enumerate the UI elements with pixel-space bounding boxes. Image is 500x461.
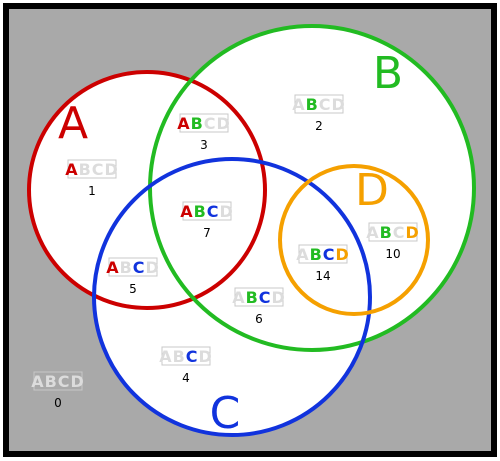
region-code: ABCD	[106, 258, 160, 277]
set-b-label: B	[373, 48, 403, 99]
set-c-circle	[92, 157, 372, 437]
region-code: ABCD	[65, 160, 119, 179]
region-number: 14	[315, 269, 330, 283]
region-number: 0	[54, 396, 62, 410]
region-code: ABCD	[159, 347, 213, 366]
region-7: ABCD 7	[180, 201, 234, 240]
region-2: ABCD 2	[292, 94, 346, 133]
set-d-fill	[280, 166, 428, 314]
region-number: 5	[129, 282, 137, 296]
region-code: ABCD	[180, 202, 234, 221]
region-code: ABCD	[292, 95, 346, 114]
region-number: 3	[200, 138, 208, 152]
region-code-box	[33, 371, 83, 391]
region-code-box	[67, 159, 117, 179]
set-d-circle	[278, 164, 430, 316]
region-code: ABCD	[232, 288, 286, 307]
region-code-box	[182, 201, 232, 221]
region-number: 2	[315, 119, 323, 133]
region-code-box	[298, 244, 348, 264]
region-code-box	[108, 257, 158, 277]
region-code: ABCD	[31, 372, 85, 391]
region-number: 1	[88, 184, 96, 198]
region-0: ABCD 0	[31, 371, 85, 410]
region-code-box	[179, 113, 229, 133]
region-3: ABCD 3	[177, 113, 231, 152]
region-code-box	[234, 287, 284, 307]
region-1: ABCD 1	[65, 159, 119, 198]
region-6: ABCD 6	[232, 287, 286, 326]
region-code-box	[294, 94, 344, 114]
region-5: ABCD 5	[106, 257, 160, 296]
region-number: 4	[182, 371, 190, 385]
set-d-label: D	[355, 165, 389, 216]
region-code: ABCD	[366, 223, 420, 242]
region-code-box	[368, 222, 418, 242]
set-c-label: C	[210, 388, 241, 439]
region-number: 6	[255, 312, 263, 326]
region-number: 10	[385, 247, 400, 261]
region-4: ABCD 4	[159, 346, 213, 385]
region-10: ABCD 10	[366, 222, 420, 261]
region-code-box	[161, 346, 211, 366]
region-code: ABCD	[177, 114, 231, 133]
region-code: ABCD	[296, 245, 350, 264]
set-a-label: A	[58, 98, 88, 149]
region-14: ABCD 14	[296, 244, 350, 283]
region-number: 7	[203, 226, 211, 240]
set-a-circle	[27, 70, 267, 310]
